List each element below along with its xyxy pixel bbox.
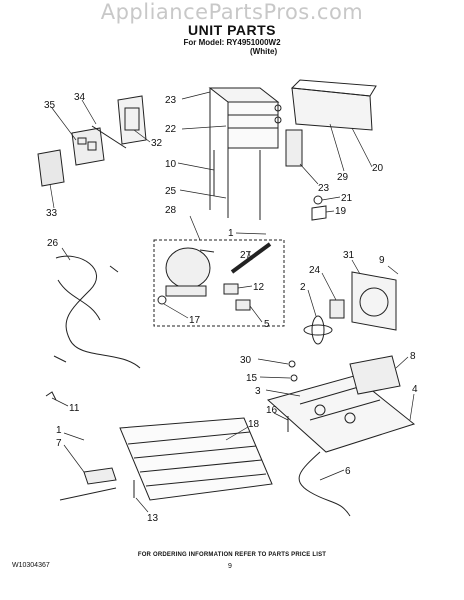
callout-15: 15	[246, 373, 258, 384]
color-line: (White)	[250, 47, 278, 56]
callout-17: 17	[189, 315, 201, 326]
part-heater	[83, 467, 117, 485]
callout-2: 2	[300, 282, 306, 293]
callout-1-bottom: 1	[56, 425, 62, 436]
page-title: UNIT PARTS	[188, 22, 276, 38]
ordering-note: FOR ORDERING INFORMATION REFER TO PARTS …	[137, 552, 327, 558]
callout-10: 10	[165, 159, 177, 170]
part-bracket	[349, 355, 401, 395]
callout-3: 3	[255, 386, 261, 397]
callout-20: 20	[372, 163, 384, 174]
callout-9: 9	[379, 255, 385, 266]
part-rod	[91, 125, 127, 149]
part-clip	[311, 205, 327, 221]
callout-1-top: 1	[228, 228, 234, 239]
callout-11: 11	[69, 403, 80, 414]
part-fan-blade	[303, 315, 333, 345]
part-heater-rod	[59, 487, 117, 501]
callout-26: 26	[47, 238, 59, 249]
callout-18: 18	[248, 419, 260, 430]
part-drain-tube	[298, 451, 351, 517]
callout-29: 29	[337, 172, 349, 183]
callout-22: 22	[165, 124, 177, 135]
callout-4: 4	[412, 384, 418, 395]
callout-6: 6	[345, 466, 351, 477]
part-duct	[290, 79, 377, 131]
part-fan-shroud	[351, 271, 397, 331]
model-line: For Model: RY4951000W2	[183, 38, 281, 47]
part-fan-motor	[329, 299, 345, 319]
callout-30: 30	[240, 355, 252, 366]
part-condenser	[208, 87, 282, 220]
part-mount	[157, 295, 167, 305]
callout-34: 34	[74, 92, 86, 103]
document-id: W10304367	[12, 562, 50, 569]
callout-28: 28	[165, 205, 177, 216]
part-overload	[235, 299, 251, 311]
part-control-board	[71, 127, 105, 166]
part-screw	[288, 360, 296, 368]
part-base-pan	[266, 375, 416, 453]
callout-13: 13	[147, 513, 159, 524]
callout-35: 35	[44, 100, 56, 111]
part-compressor	[165, 247, 215, 297]
part-cover	[37, 149, 65, 187]
callout-5: 5	[264, 319, 270, 330]
part-evaporator	[119, 417, 273, 501]
callout-32: 32	[151, 138, 163, 149]
part-bracket-frame	[117, 95, 147, 145]
watermark: AppliancePartsPros.com	[100, 0, 364, 24]
callout-23-top: 23	[165, 95, 177, 106]
callout-23-right: 23	[318, 183, 330, 194]
callout-7: 7	[56, 438, 62, 449]
callout-12: 12	[253, 282, 265, 293]
callout-16: 16	[266, 405, 278, 416]
part-washer	[290, 374, 298, 382]
part-clip-small	[45, 391, 57, 401]
part-relay	[223, 283, 239, 295]
callout-8: 8	[410, 351, 416, 362]
callout-33: 33	[46, 208, 58, 219]
callout-27: 27	[240, 250, 252, 261]
callout-19: 19	[335, 206, 347, 217]
callout-25: 25	[165, 186, 177, 197]
part-grommet	[313, 195, 323, 205]
part-wire-harness	[53, 255, 141, 369]
part-side-block	[285, 129, 303, 167]
callout-24: 24	[309, 265, 321, 276]
page-number: 9	[228, 563, 232, 570]
callout-21: 21	[341, 193, 353, 204]
callout-31: 31	[343, 250, 355, 261]
compressor-box	[153, 239, 285, 327]
